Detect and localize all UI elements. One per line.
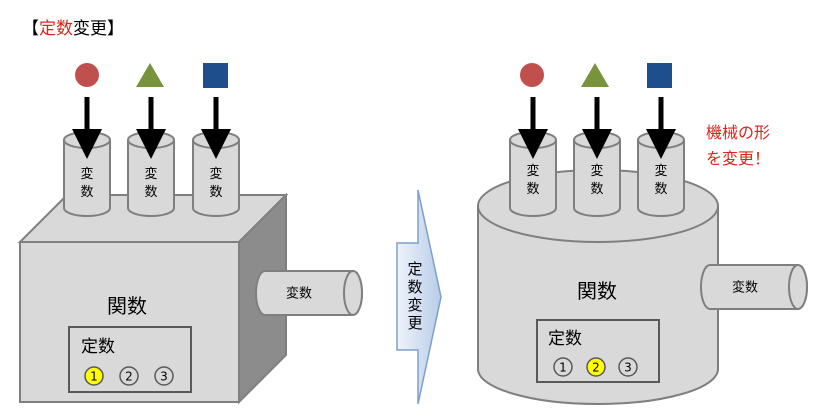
square-input-left xyxy=(203,63,228,88)
variable-cylinder-left-2: 変 数 xyxy=(127,131,175,217)
variable-label-right-3a: 変 xyxy=(654,163,667,179)
square-input-right xyxy=(647,63,672,88)
output-variable-right-label: 変数 xyxy=(732,280,758,296)
variable-label-left-1a: 変 xyxy=(80,166,93,182)
triangle-input-right xyxy=(581,63,609,87)
variable-label-right-2a: 変 xyxy=(590,163,603,179)
title-highlight: 定数 xyxy=(39,19,73,39)
transition-char-4: 更 xyxy=(407,314,422,332)
variable-cylinder-right-1: 変 数 xyxy=(509,131,557,217)
transition-char-3: 変 xyxy=(407,296,422,314)
title-open-bracket: 【 xyxy=(22,19,39,39)
constant-1-left-value: 1 xyxy=(90,370,98,384)
variable-label-left-3a: 変 xyxy=(209,166,222,182)
variable-cylinder-right-3: 変 数 xyxy=(637,131,685,217)
constant-2-left: 2 xyxy=(119,366,139,386)
variable-label-right-1a: 変 xyxy=(526,163,539,179)
constant-label-right: 定数 xyxy=(548,329,582,349)
variable-label-left-2b: 数 xyxy=(144,185,157,200)
diagram-title: 【定数変更】 xyxy=(22,14,124,39)
constant-label-left: 定数 xyxy=(81,337,115,357)
variable-label-right-2b: 数 xyxy=(590,182,603,197)
variable-label-left-3b: 数 xyxy=(209,185,222,200)
variable-cylinder-right-2: 変 数 xyxy=(573,131,621,217)
function-label-left: 関数 xyxy=(107,294,147,318)
constant-1-left: 1 xyxy=(84,366,104,386)
title-rest: 変更 xyxy=(73,19,107,39)
constant-3-left: 3 xyxy=(154,366,174,386)
variable-cylinder-left-1: 変 数 xyxy=(63,131,111,217)
variable-cylinder-left-3: 変 数 xyxy=(192,131,240,217)
box-machine: 関数 定数 1 2 3 xyxy=(17,192,289,405)
constant-2-left-value: 2 xyxy=(125,370,133,384)
circle-input-right xyxy=(520,63,544,87)
constant-1-right-value: 1 xyxy=(559,361,567,375)
constant-1-right: 1 xyxy=(553,357,573,377)
output-variable-left: 変数 xyxy=(255,270,363,316)
output-variable-right: 変数 xyxy=(700,264,808,310)
transition-char-2: 数 xyxy=(407,278,422,296)
variable-label-left-1b: 数 xyxy=(80,185,93,200)
variable-label-right-1b: 数 xyxy=(526,182,539,197)
triangle-input-left xyxy=(136,63,164,87)
constant-3-left-value: 3 xyxy=(160,370,168,384)
title-close-bracket: 】 xyxy=(107,19,124,39)
variable-label-right-3b: 数 xyxy=(654,182,667,197)
variable-label-left-2a: 変 xyxy=(144,166,157,182)
constant-3-right-value: 3 xyxy=(624,361,632,375)
function-label-right: 関数 xyxy=(577,279,617,303)
constant-3-right: 3 xyxy=(618,357,638,377)
constant-2-right-value: 2 xyxy=(592,361,600,375)
transition-arrow: 定 数 変 更 xyxy=(396,189,442,405)
output-variable-left-label: 変数 xyxy=(286,286,312,302)
constant-2-right: 2 xyxy=(586,357,606,377)
annotation-line-2: を変更！ xyxy=(706,149,770,168)
circle-input-left xyxy=(75,63,99,87)
annotation-line-1: 機械の形 xyxy=(706,123,770,142)
transition-char-1: 定 xyxy=(407,260,422,278)
